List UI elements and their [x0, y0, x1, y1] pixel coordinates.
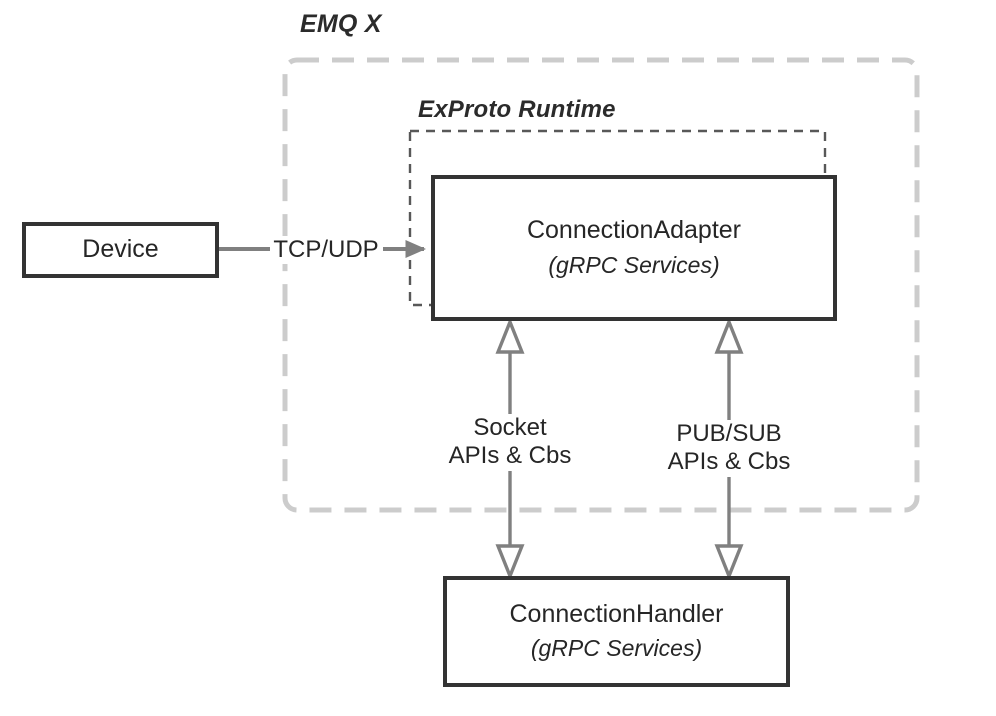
- exproto-group-title: ExProto Runtime: [418, 96, 616, 123]
- pubsub-apis-arrowhead-up: [714, 317, 744, 354]
- node-device-title: Device: [82, 235, 159, 264]
- emqx-group-title: EMQ X: [300, 10, 382, 38]
- emqx-group-boundary: [282, 57, 920, 513]
- edge-label-pubsub-apis-line2: APIs & Cbs: [667, 448, 791, 476]
- edge-label-pubsub-apis: PUB/SUB APIs & Cbs: [664, 420, 794, 477]
- edge-label-pubsub-apis-line1: PUB/SUB: [676, 420, 782, 447]
- node-connection-adapter-subtitle: (gRPC Services): [548, 251, 720, 278]
- node-device[interactable]: Device: [22, 222, 219, 278]
- node-connection-adapter[interactable]: ConnectionAdapter (gRPC Services): [431, 175, 837, 321]
- node-connection-handler[interactable]: ConnectionHandler (gRPC Services): [443, 576, 790, 687]
- edge-label-socket-apis: Socket APIs & Cbs: [445, 414, 575, 471]
- node-connection-handler-title: ConnectionHandler: [509, 599, 724, 628]
- edge-label-socket-apis-line2: APIs & Cbs: [448, 442, 572, 470]
- edge-label-socket-apis-line1: Socket: [473, 414, 547, 441]
- socket-apis-arrowhead-down: [495, 544, 525, 581]
- node-connection-adapter-title: ConnectionAdapter: [526, 216, 742, 245]
- pubsub-apis-arrowhead-down: [714, 544, 744, 581]
- node-connection-handler-subtitle: (gRPC Services): [530, 635, 703, 662]
- socket-apis-arrowhead-up: [495, 317, 525, 354]
- edge-label-tcp-udp: TCP/UDP: [270, 236, 382, 265]
